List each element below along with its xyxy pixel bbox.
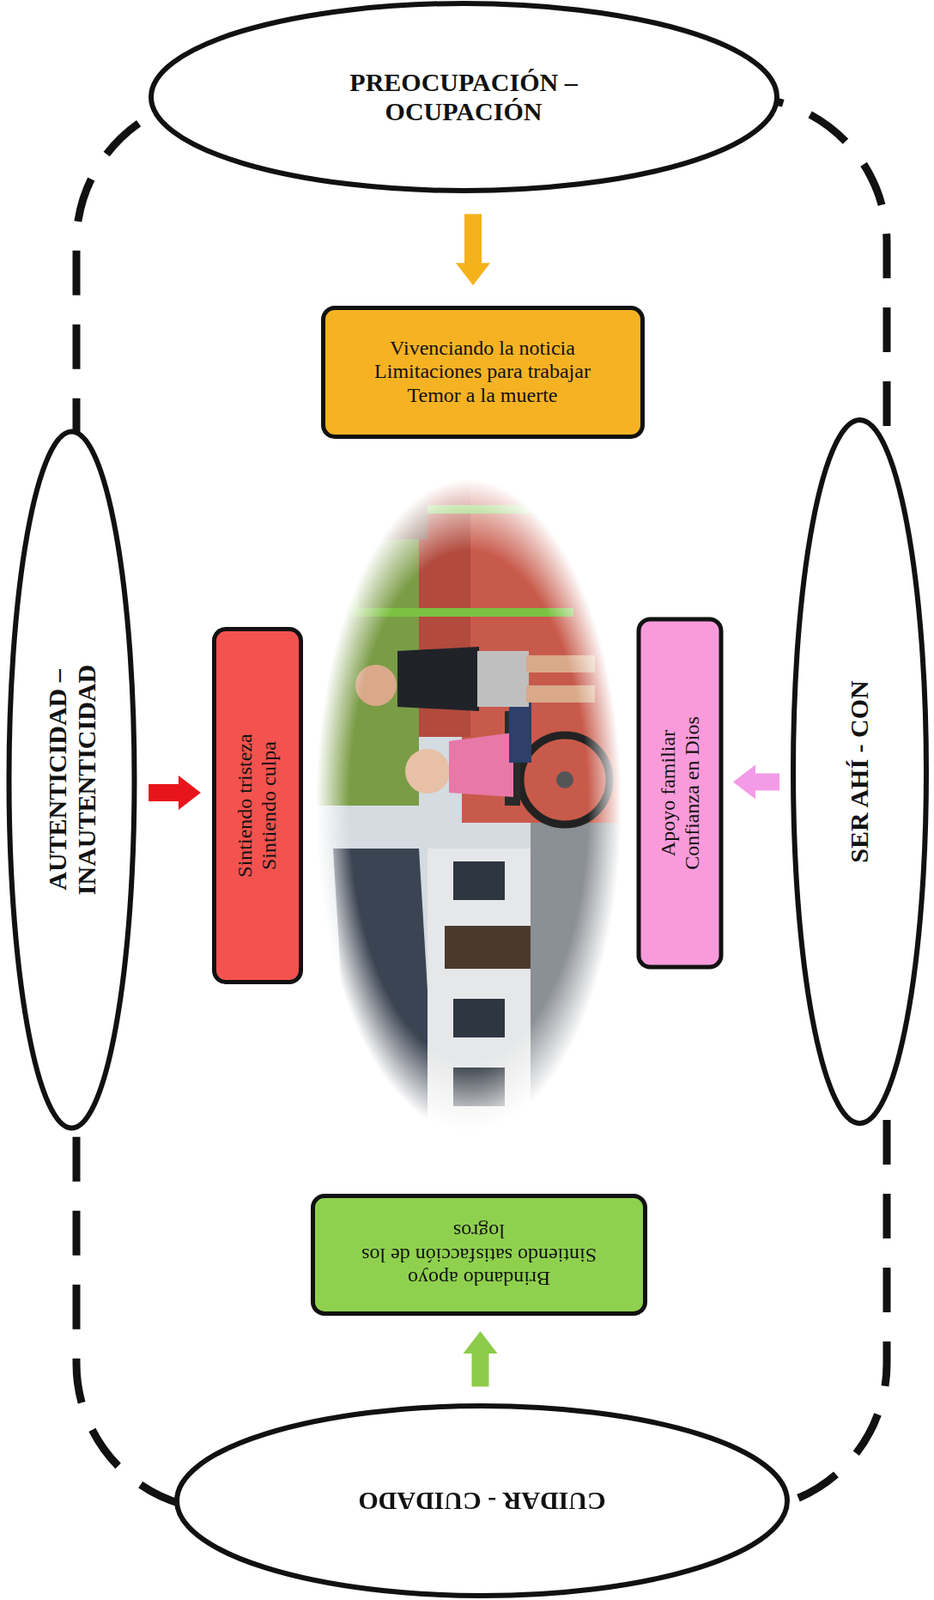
theme-box: Sintiendo tristezaSintiendo culpa	[212, 626, 304, 984]
text-holder: SER AHÍ - CON	[789, 416, 930, 1127]
theme-item: Sintiendo satisfacción de los logros	[337, 1219, 621, 1267]
ellipse-shape	[793, 419, 927, 1123]
ellipse-shape	[151, 3, 777, 191]
theme-item: Brindando apoyo	[407, 1266, 551, 1291]
theme-item: Limitaciones para trabajar	[374, 359, 591, 384]
concept-label: SER AHÍ - CON	[844, 679, 875, 863]
theme-item: Temor a la muerte	[407, 383, 558, 408]
block-arrow	[733, 764, 780, 800]
photo-scene	[315, 479, 623, 1132]
theme-box: Brindando apoyoSintiendo satisfacción de…	[310, 1193, 648, 1316]
theme-box: Apoyo familiarConfianza en Dios	[636, 616, 724, 969]
ellipse-shape	[176, 1405, 788, 1596]
theme-item: Sintiendo culpa	[257, 740, 282, 870]
concept-label: AUTENTICIDAD – INAUTENTICIDAD	[42, 637, 102, 922]
concept-ellipse: PREOCUPACIÓN – OCUPACIÓN	[147, 0, 781, 195]
text-holder: Sintiendo tristezaSintiendo culpa	[216, 630, 299, 980]
block-arrow	[455, 213, 491, 286]
text-holder: CUIDAR - CUIDADO	[173, 1401, 791, 1599]
theme-item: Vivenciando la noticia	[389, 336, 576, 361]
dashed-outline	[76, 97, 887, 1510]
theme-item: Confianza en Dios	[679, 715, 704, 870]
theme-item: Apoyo familiar	[655, 728, 680, 856]
concept-ellipse: CUIDAR - CUIDADO	[173, 1401, 791, 1599]
block-arrow	[148, 775, 201, 810]
concept-ellipse: SER AHÍ - CON	[789, 416, 930, 1127]
text-holder: Apoyo familiarConfianza en Dios	[641, 620, 720, 965]
text-holder: Brindando apoyoSintiendo satisfacción de…	[315, 1197, 643, 1311]
text-holder: AUTENTICIDAD – INAUTENTICIDAD	[5, 428, 138, 1132]
concept-label: CUIDAR - CUIDADO	[357, 1485, 606, 1516]
ellipse-shape	[8, 431, 134, 1129]
concept-ellipse: AUTENTICIDAD – INAUTENTICIDAD	[5, 428, 138, 1132]
text-holder: PREOCUPACIÓN – OCUPACIÓN	[147, 0, 781, 195]
block-arrow	[463, 1330, 498, 1386]
theme-box: Vivenciando la noticiaLimitaciones para …	[321, 305, 645, 439]
theme-item: Sintiendo tristeza	[233, 733, 258, 877]
text-holder: Vivenciando la noticiaLimitaciones para …	[325, 309, 641, 435]
concept-label: PREOCUPACIÓN – OCUPACIÓN	[317, 67, 610, 128]
